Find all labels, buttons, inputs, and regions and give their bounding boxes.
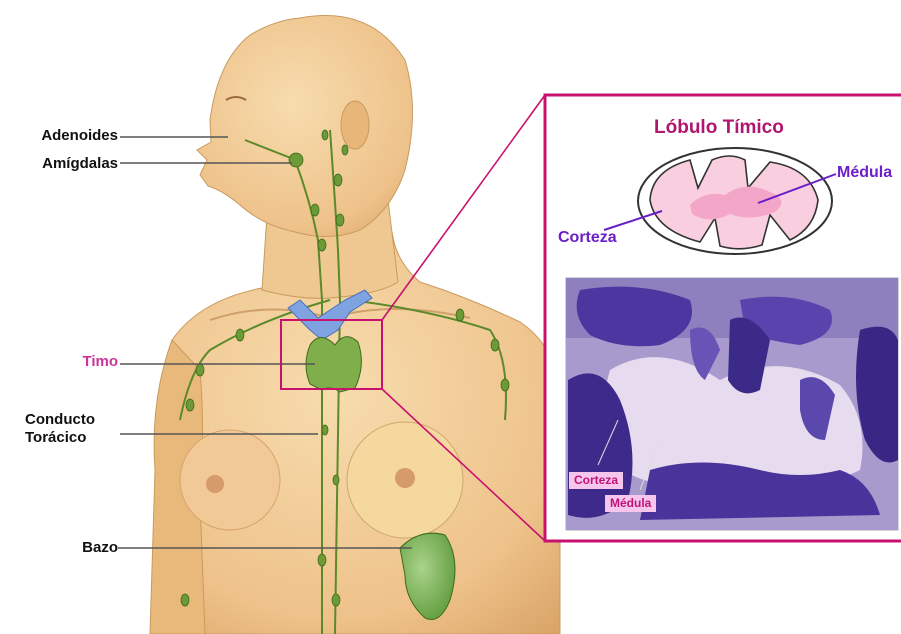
- label-conducto-toracico: Conducto Torácico: [25, 411, 95, 447]
- label-medula-schematic: Médula: [837, 164, 892, 182]
- label-corteza-schematic: Corteza: [558, 229, 617, 247]
- inset-title: Lóbulo Tímico: [654, 117, 784, 139]
- label-conducto-line2: Torácico: [25, 429, 95, 447]
- head: [197, 16, 413, 237]
- label-bazo: Bazo: [82, 539, 118, 557]
- human-figure-illustration: [150, 16, 560, 634]
- breast: [180, 430, 280, 530]
- thymus-histology-photo: [566, 278, 898, 530]
- label-conducto-line1: Conducto: [25, 411, 95, 429]
- nipple: [206, 475, 224, 493]
- nipple: [395, 468, 415, 488]
- label-amigdalas: Amígdalas: [42, 155, 118, 173]
- label-timo: Timo: [82, 353, 118, 371]
- tag-corteza-photo: Corteza: [569, 472, 623, 489]
- label-adenoides: Adenoides: [41, 127, 118, 145]
- ear: [341, 101, 369, 149]
- tag-medula-photo: Médula: [605, 495, 656, 512]
